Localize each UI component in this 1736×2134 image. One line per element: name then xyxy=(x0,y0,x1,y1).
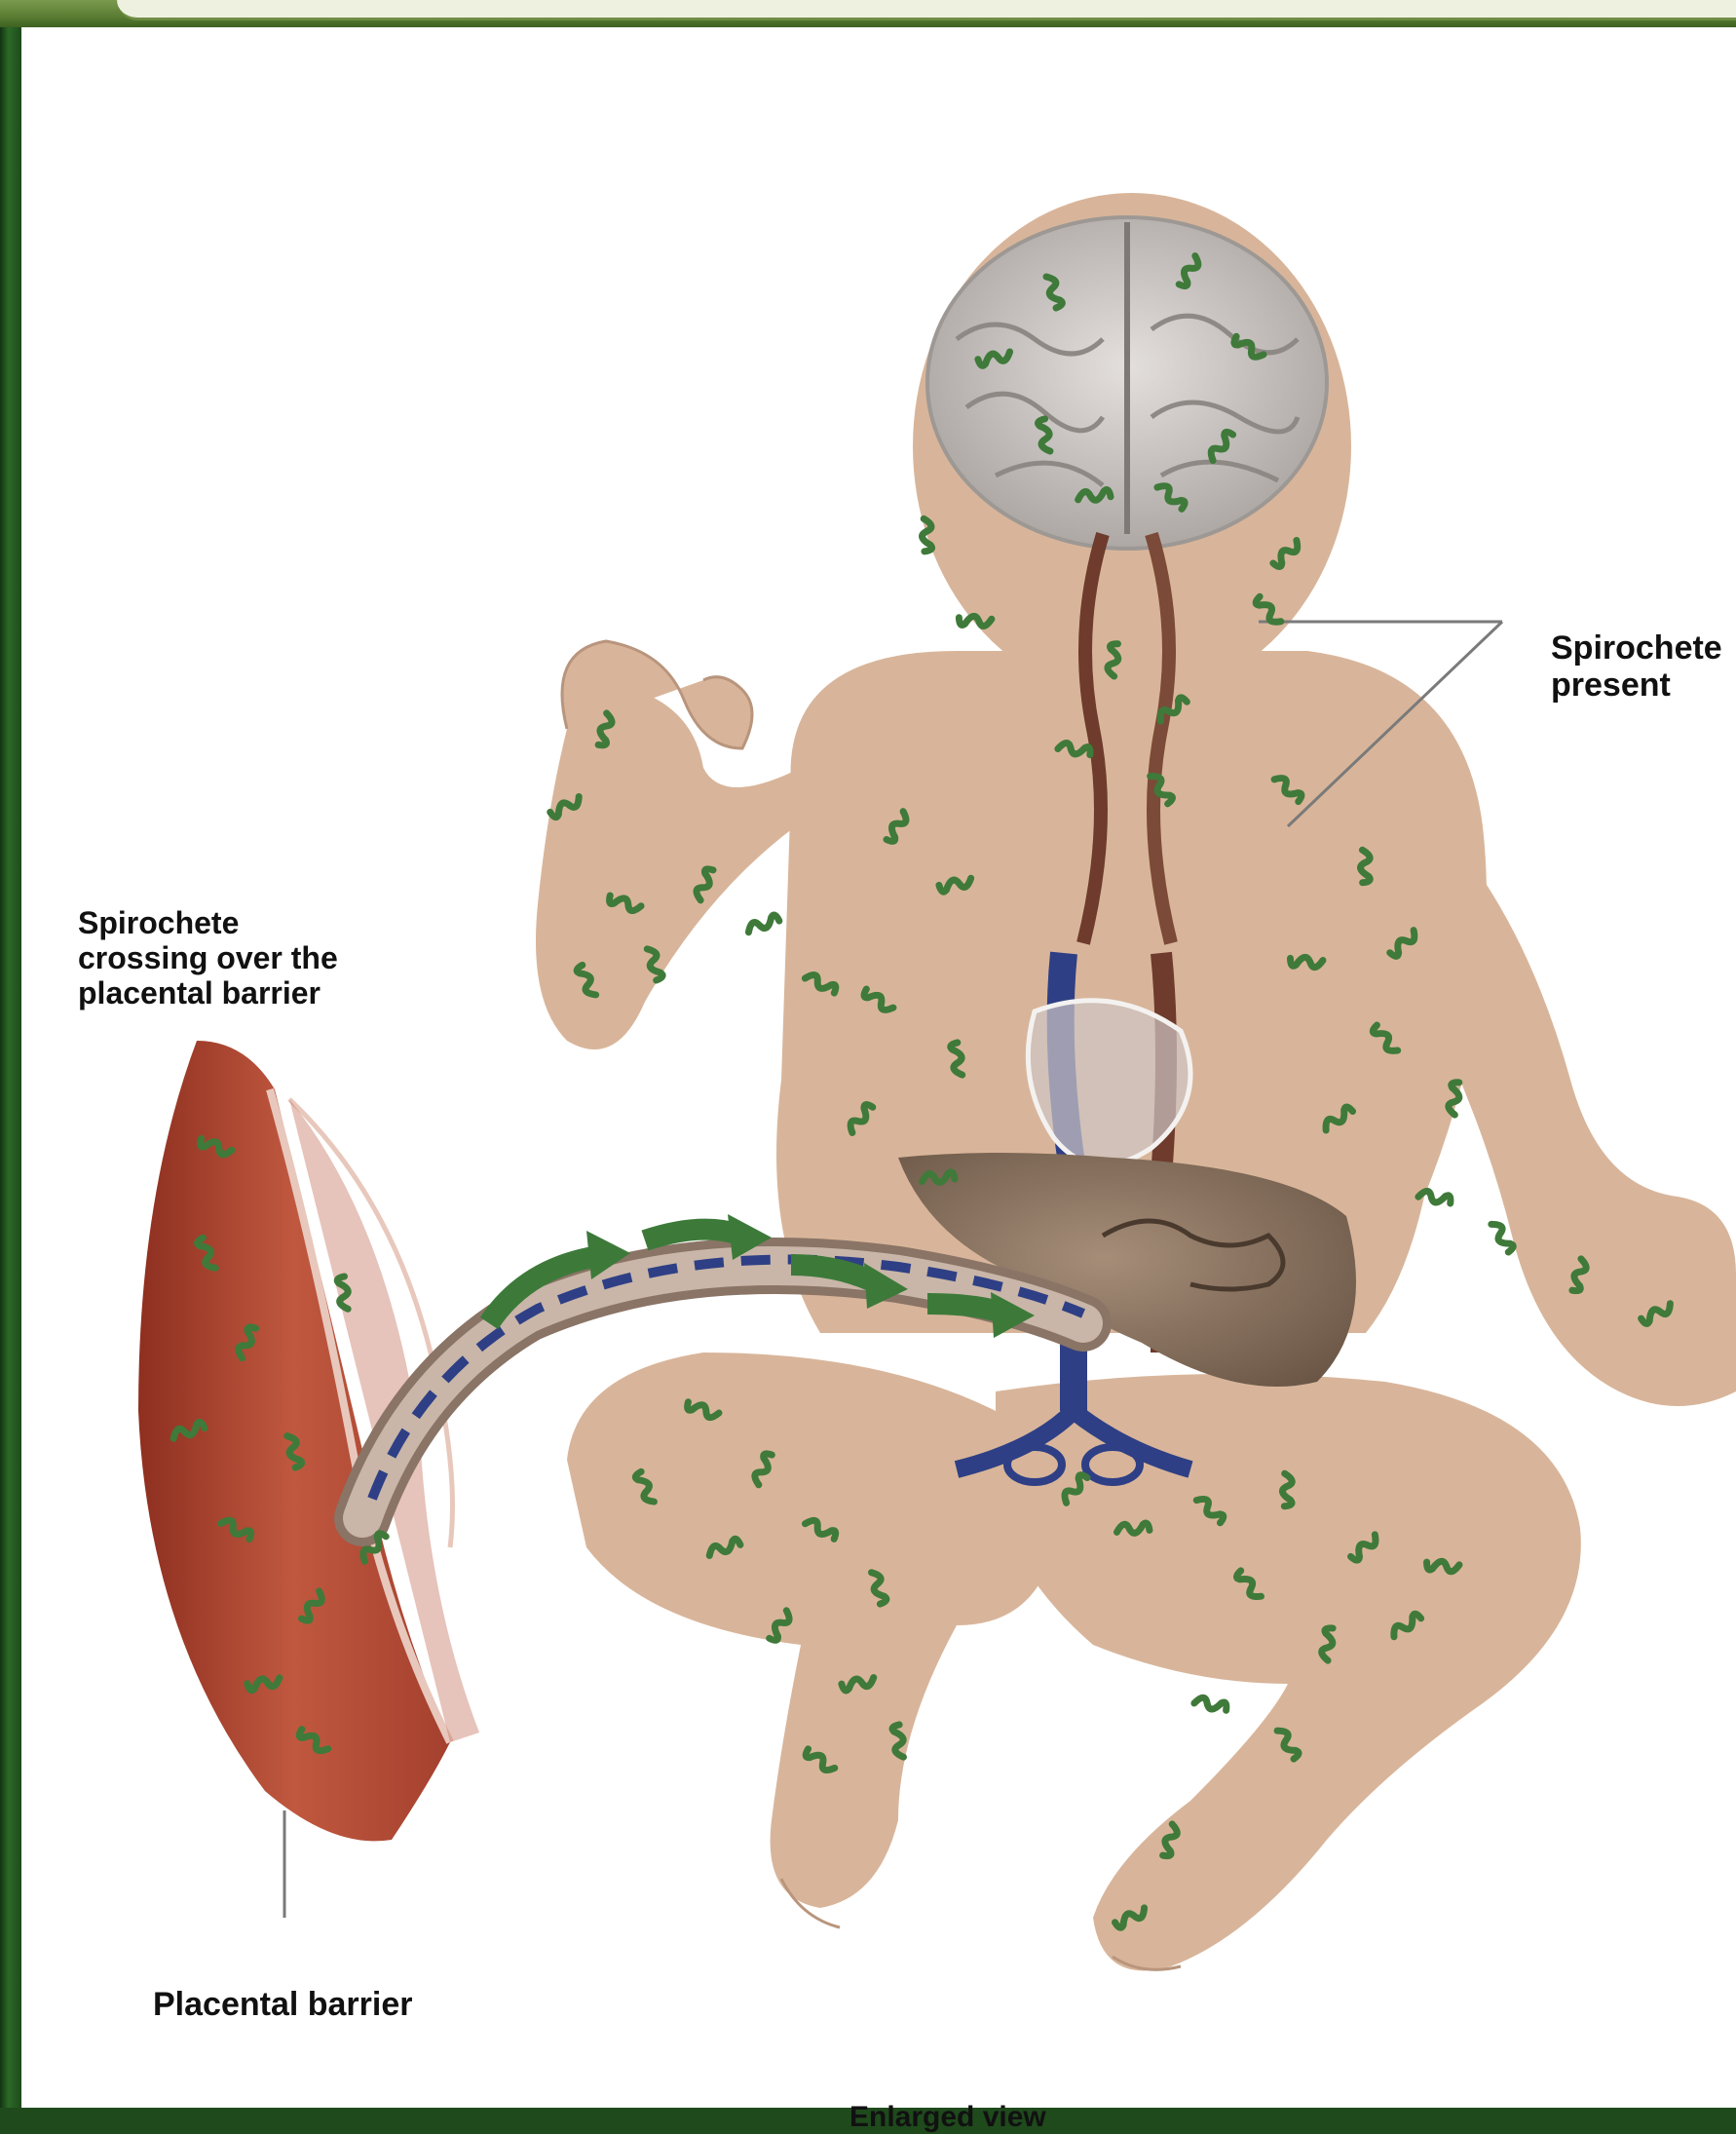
label-enlarged-view: Enlarged view xyxy=(849,2101,1046,2134)
infant-syphilis-illustration xyxy=(21,27,1736,2108)
label-spirochete-present: Spirochete present xyxy=(1551,629,1722,704)
spirochete-icon xyxy=(748,915,780,933)
slide-frame-top-inner xyxy=(117,0,1736,20)
brain xyxy=(927,217,1327,549)
label-spirochete-crossing: Spirochete crossing over the placental b… xyxy=(78,906,338,1010)
figure-panel: Spirochete present Spirochete crossing o… xyxy=(21,27,1736,2108)
slide-frame-left xyxy=(0,0,21,2108)
label-placental-barrier: Placental barrier xyxy=(153,1986,412,2023)
slide-frame-top xyxy=(0,0,1736,27)
spirochete-icon xyxy=(1194,1690,1229,1719)
